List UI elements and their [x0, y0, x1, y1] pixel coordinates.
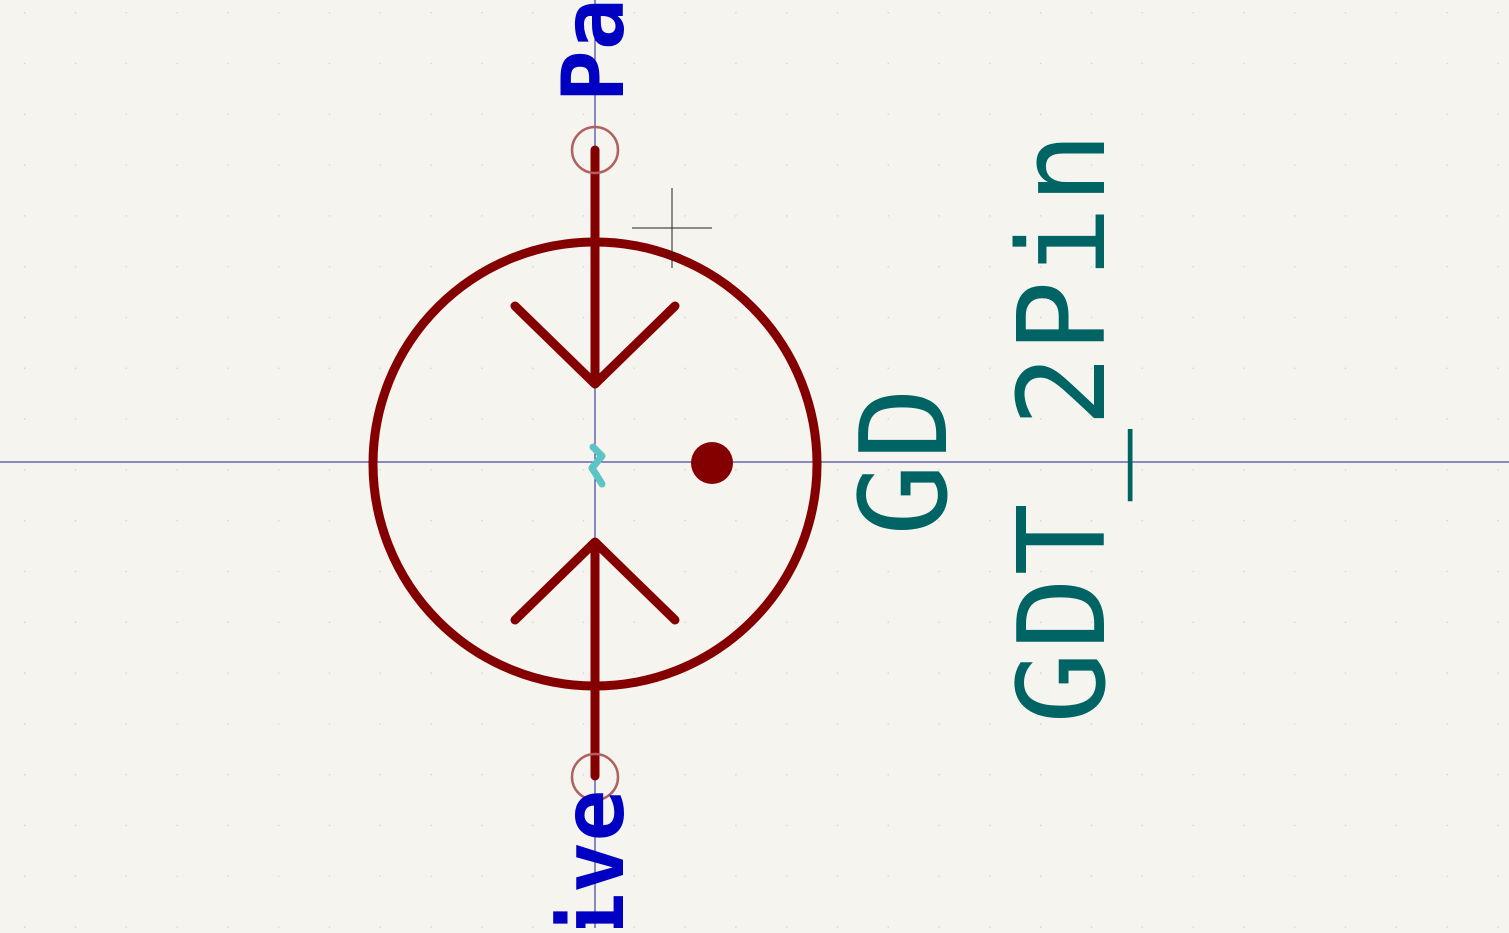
value-field[interactable]: GDT_2Pin	[994, 130, 1133, 724]
gas-dot-icon	[691, 442, 733, 484]
anchor-tilde-icon	[588, 443, 606, 488]
pin-top-name-label[interactable]: Pa	[544, 0, 644, 102]
reference-field[interactable]: GD	[836, 384, 975, 537]
pin-bottom-name-label[interactable]: ive	[544, 790, 644, 933]
pin-top-end-icon[interactable]	[570, 125, 620, 175]
pin-bottom-end-icon[interactable]	[570, 752, 620, 802]
arrow-up-icon	[510, 537, 680, 625]
arrow-down-icon	[510, 301, 680, 389]
